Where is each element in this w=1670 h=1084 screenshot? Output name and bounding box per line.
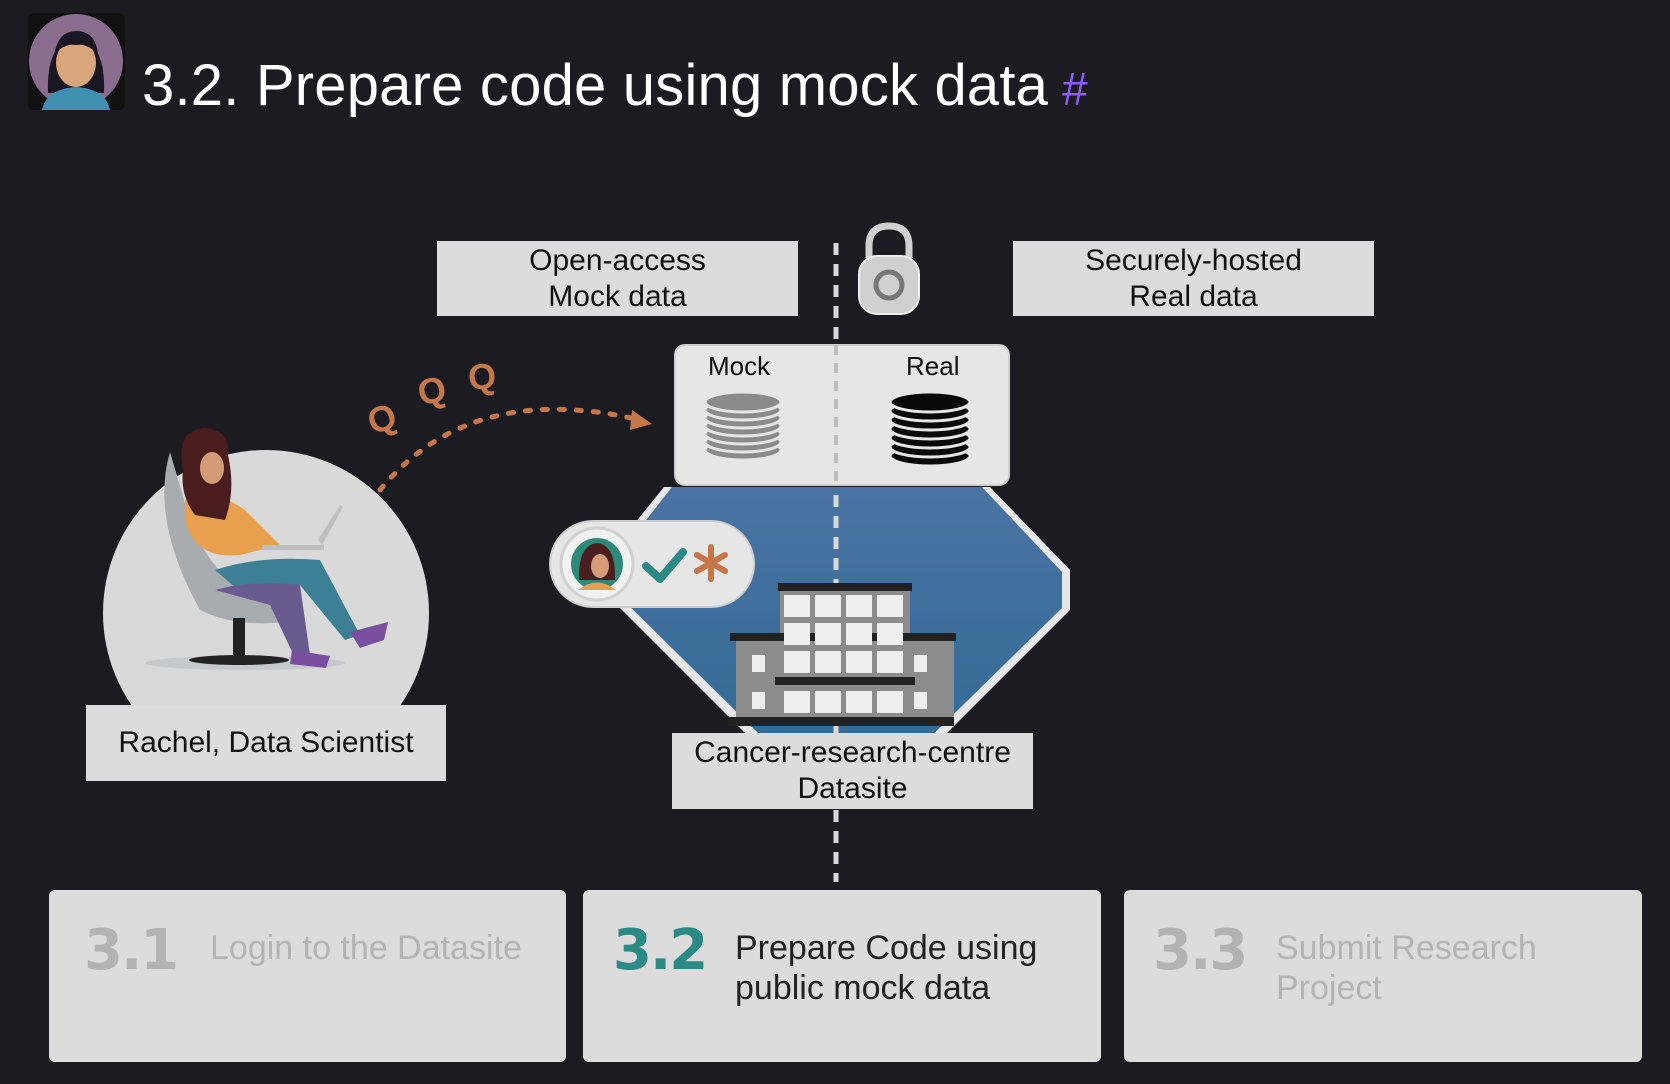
step-number: 3.1 xyxy=(84,918,179,983)
data-scientist-illustration xyxy=(145,428,388,670)
check-icon xyxy=(642,548,687,583)
step-text-line2: Project xyxy=(1276,969,1382,1007)
step-text: Login to the Datasite xyxy=(210,928,522,968)
step-text: Submit Research Project xyxy=(1276,928,1537,1008)
step-text-line1: Submit Research xyxy=(1276,929,1537,967)
step-card-3-3[interactable]: 3.3 Submit Research Project xyxy=(1124,890,1642,1062)
author-avatar xyxy=(28,13,125,110)
mock-data-label-line2: Mock data xyxy=(548,280,687,313)
page-title: 3.2. Prepare code using mock data# xyxy=(142,52,1088,119)
step-card-3-1[interactable]: 3.1 Login to the Datasite xyxy=(49,890,566,1062)
building-icon xyxy=(728,583,956,726)
page-title-text: 3.2. Prepare code using mock data xyxy=(142,53,1049,118)
datasite-label-line2: Datasite xyxy=(797,772,908,805)
step-text-line1: Prepare Code using xyxy=(735,929,1038,967)
query-glyph-3: Q xyxy=(465,354,499,399)
real-db-label: Real xyxy=(906,351,960,381)
step-text-line2: public mock data xyxy=(735,969,991,1007)
lock-icon xyxy=(858,222,920,315)
step-card-3-2[interactable]: 3.2 Prepare Code using public mock data xyxy=(583,890,1101,1062)
query-arc xyxy=(377,406,643,493)
approval-badge xyxy=(549,520,755,608)
mock-data-label: Open-access Mock data xyxy=(437,241,798,316)
query-arrowhead xyxy=(630,410,652,430)
step-text-line1: Login to the Datasite xyxy=(210,929,522,967)
datasite-label-line1: Cancer-research-centre xyxy=(694,736,1011,769)
step-number: 3.3 xyxy=(1153,918,1248,983)
real-data-label-line1: Securely-hosted xyxy=(1085,244,1302,277)
mock-database-icon xyxy=(703,390,783,462)
mock-db-label: Mock xyxy=(708,351,771,381)
real-data-label: Securely-hosted Real data xyxy=(1013,241,1374,316)
mock-data-label-line1: Open-access xyxy=(529,244,706,277)
heading-anchor-link[interactable]: # xyxy=(1062,63,1088,115)
real-database-icon xyxy=(888,390,972,468)
persona-label: Rachel, Data Scientist xyxy=(86,705,446,781)
real-data-label-line2: Real data xyxy=(1129,280,1258,313)
datasite-label: Cancer-research-centre Datasite xyxy=(672,733,1033,809)
asterisk-icon xyxy=(694,544,728,582)
step-text: Prepare Code using public mock data xyxy=(735,928,1037,1008)
step-number: 3.2 xyxy=(613,918,708,983)
